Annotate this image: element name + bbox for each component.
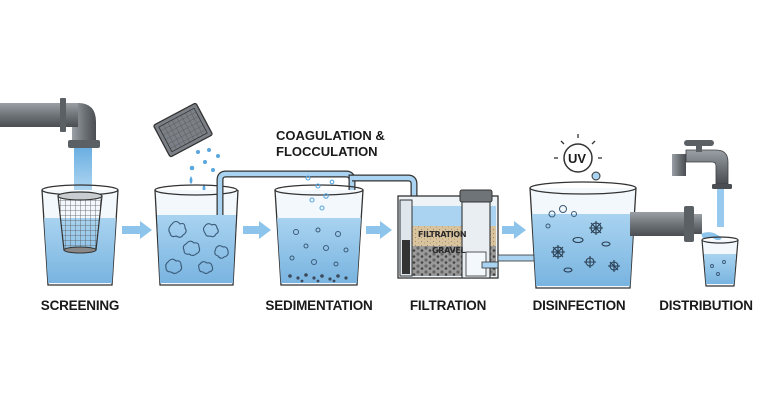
floc-clusters: [165, 220, 229, 275]
settled-sludge: [288, 273, 348, 283]
flow-arrows: [122, 221, 526, 239]
screening-stage: [0, 98, 119, 286]
disinfection-stage: [497, 134, 702, 289]
distribution-pipe: [630, 212, 686, 236]
rising-bubbles: [305, 175, 335, 211]
flow-arrow: [122, 221, 152, 239]
coagulation-caption-line2: FLOCCULATION: [276, 144, 378, 159]
filtration-stage: [348, 174, 499, 279]
coagulation-caption-line1: COAGULATION &: [276, 128, 385, 143]
coagulation-stage: [153, 102, 356, 286]
step-label-disinfection: DISINFECTION: [532, 298, 626, 313]
sediment-particles: [289, 227, 349, 267]
filter-layer-label-top: FILTRATION: [418, 230, 467, 239]
glass-water: [704, 254, 736, 284]
uv-label: UV: [568, 151, 587, 166]
filter-layer-label-bottom: GRAVEL: [432, 246, 466, 255]
step-label-filtration: FILTRATION: [409, 298, 487, 313]
disinfection-water: [532, 214, 634, 286]
sedimentation-stage: [274, 175, 364, 286]
faucet-icon: [672, 140, 732, 189]
flow-arrow: [366, 221, 392, 239]
distribution-stage: [672, 140, 739, 287]
flow-arrow: [502, 221, 526, 239]
inlet-pipe: [0, 103, 80, 127]
step-label-sedimentation: SEDIMENTATION: [265, 298, 373, 313]
tap-water-stream: [717, 189, 724, 227]
mesh-strainer: [57, 191, 103, 254]
inlet-pipe-elbow: [72, 103, 96, 146]
microbes: [551, 221, 620, 273]
water-stream: [74, 148, 92, 192]
step-label-screening: SCREENING: [40, 298, 120, 313]
flow-arrow: [243, 221, 271, 239]
step-label-distribution: DISTRIBUTION: [659, 298, 753, 313]
uv-lamp-icon: [554, 134, 602, 181]
coagulant-screen-plate: [153, 102, 213, 158]
coagulation-water: [157, 215, 236, 283]
coagulation-caption: COAGULATION & FLOCCULATION: [276, 128, 385, 160]
